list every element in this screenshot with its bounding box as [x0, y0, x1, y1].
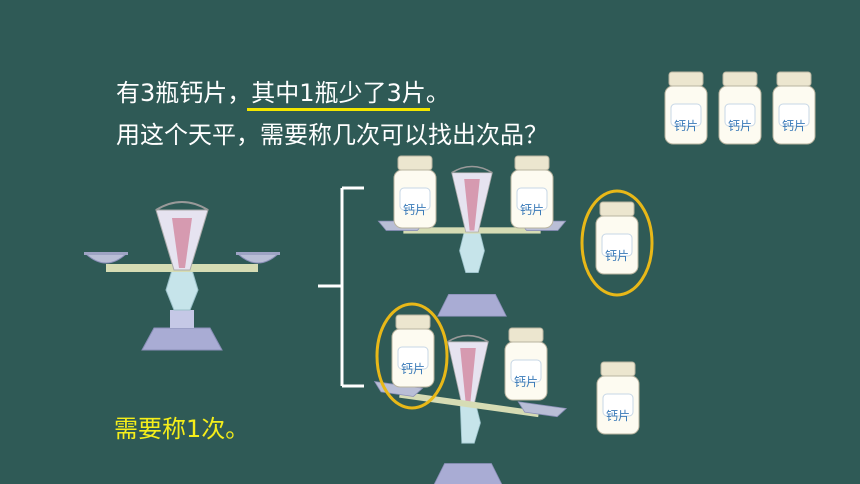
highlight-circle: [375, 302, 449, 410]
bottle-icon: 钙片: [772, 71, 816, 145]
question-line-2: 用这个天平，需要称几次可以找出次品？: [116, 121, 548, 149]
bottle-icon: 钙片: [596, 361, 640, 435]
question-line-1-part-c: 。: [425, 79, 450, 107]
highlight-circle: [580, 189, 654, 297]
balance-scale-icon: [83, 201, 281, 351]
bottle-label: 钙片: [728, 119, 752, 133]
question-line-1-part-a: 有3瓶钙片，: [116, 79, 252, 107]
tilted-scale-icon: 钙片 钙片: [373, 314, 568, 484]
bottle-label: 钙片: [782, 119, 806, 133]
bottle-label: 钙片: [674, 119, 698, 133]
bracket-icon: [318, 186, 364, 388]
bottle-icon: 钙片: [510, 155, 554, 229]
bottle-icon: 钙片: [664, 71, 708, 145]
bottle-label: 钙片: [401, 362, 425, 376]
balanced-scale-icon: 钙片 钙片: [377, 155, 567, 317]
question-line-1: 有3瓶钙片，其中1瓶少了3片。: [116, 78, 450, 108]
bottle-icon: 钙片: [504, 327, 548, 401]
bottle-icon: 钙片: [718, 71, 762, 145]
bottle-icon: 钙片: [595, 201, 639, 275]
bottle-label: 钙片: [403, 203, 427, 217]
bottle-label: 钙片: [606, 409, 630, 423]
bottle-label: 钙片: [514, 375, 538, 389]
bottle-label: 钙片: [520, 203, 544, 217]
bottle-icon: 钙片: [393, 155, 437, 229]
question-line-1-highlight: 其中1瓶少了3片: [251, 79, 426, 107]
bottle-icon: 钙片: [391, 314, 435, 388]
bottle-label: 钙片: [605, 249, 629, 263]
answer-text: 需要称1次。: [114, 415, 250, 443]
